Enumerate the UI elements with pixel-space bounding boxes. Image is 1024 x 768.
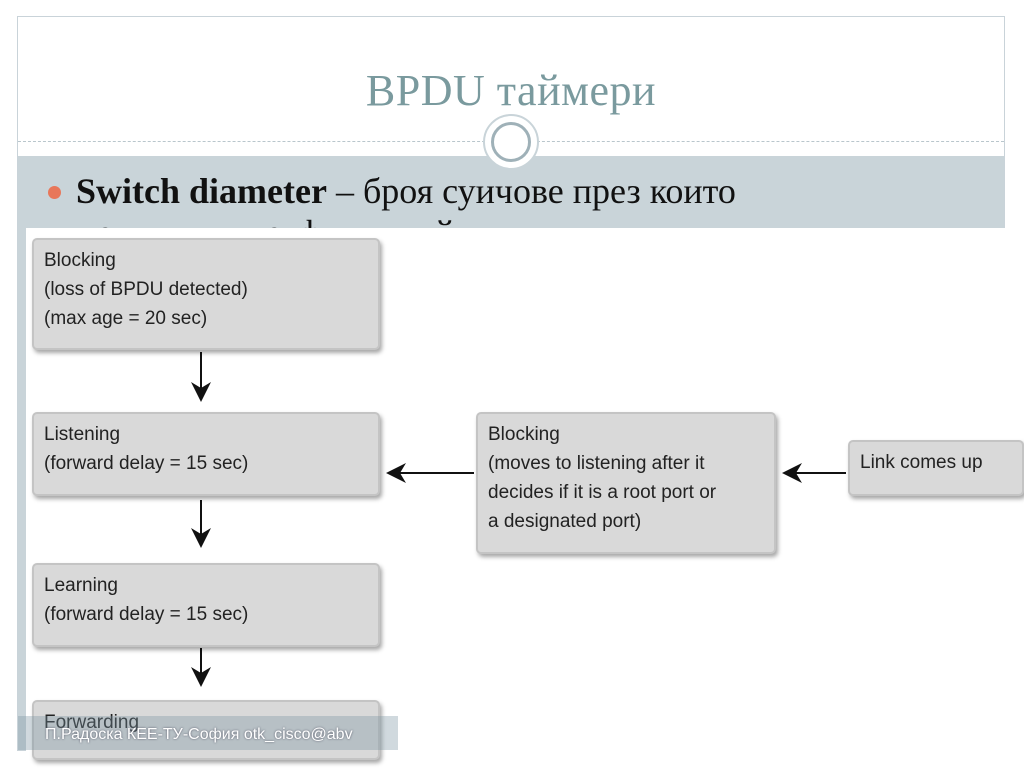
node-line: Learning: [44, 575, 118, 596]
node-line: (forward delay = 15 sec): [44, 453, 249, 474]
slide-title: BPDU таймери: [365, 66, 657, 115]
node-line: Blocking: [44, 250, 116, 271]
node-line: Link comes up: [860, 452, 983, 473]
node-line: decides if it is a root port or: [488, 482, 717, 503]
node-line: (moves to listening after it: [488, 453, 705, 474]
node-line: (loss of BPDU detected): [44, 279, 248, 300]
ring-inner: [491, 122, 531, 162]
node-listening: Listening (forward delay = 15 sec): [32, 412, 380, 496]
footer-bar: [18, 716, 398, 750]
node-line: a designated port): [488, 511, 642, 532]
left-strip: [18, 230, 26, 750]
node-line: Forwarding: [44, 712, 140, 733]
state-diagram: Blocking (loss of BPDU detected) (max ag…: [26, 228, 1024, 768]
bullet-term: Switch diameter: [76, 171, 327, 211]
diagram-arrows: [191, 352, 846, 687]
node-blocking-side: Blocking (moves to listening after it de…: [476, 412, 776, 554]
bullet-dot-icon: [48, 186, 61, 199]
node-line: (max age = 20 sec): [44, 308, 208, 329]
node-line: Listening: [44, 424, 121, 445]
bullet-rest: – броя суичове през които: [326, 171, 736, 211]
node-line: (forward delay = 15 sec): [44, 604, 249, 625]
node-learning: Learning (forward delay = 15 sec): [32, 563, 380, 647]
node-line: Blocking: [488, 424, 560, 445]
node-blocking-main: Blocking (loss of BPDU detected) (max ag…: [32, 238, 380, 350]
slide-footer: П.Радоска КЕЕ-ТУ-София otk_cisco@abv: [45, 726, 353, 743]
node-forwarding: Forwarding: [32, 700, 380, 760]
divider-ring-icon: [483, 114, 539, 170]
node-link-up: Link comes up: [848, 440, 1024, 496]
bullet-text: Switch diameter – броя суичове през коит…: [76, 170, 736, 212]
